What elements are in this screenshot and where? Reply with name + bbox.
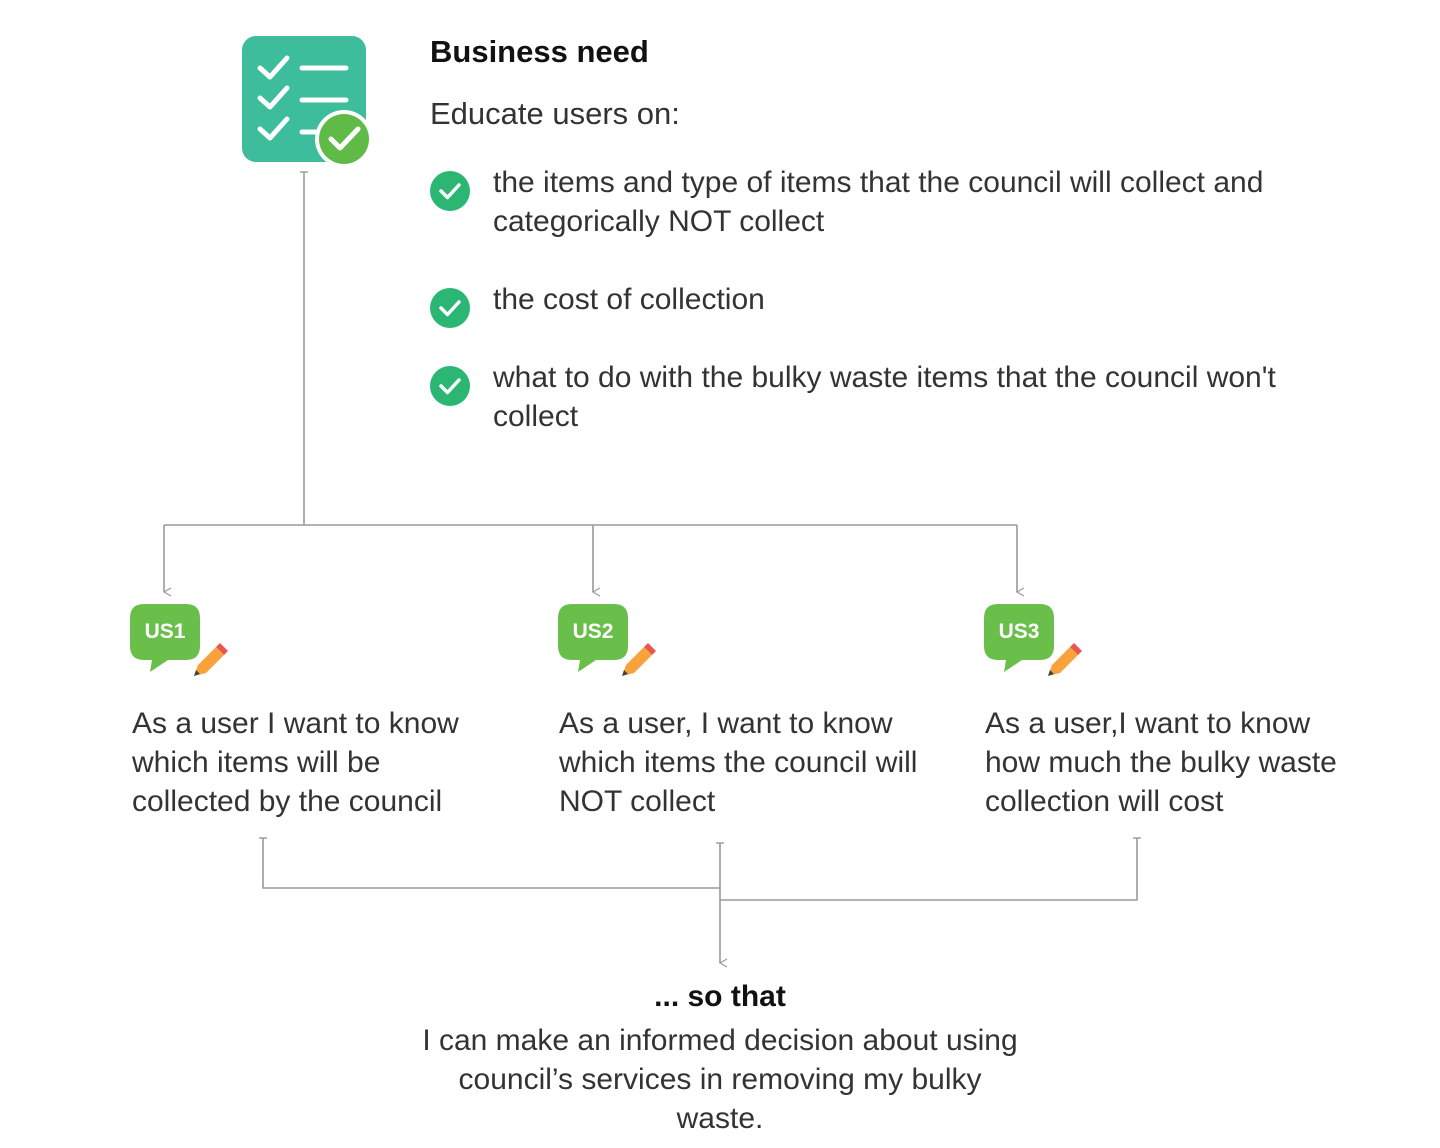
user-story-badge: US3 (984, 604, 1084, 680)
user-story-text: As a user I want to know which items wil… (132, 707, 459, 818)
user-story-badge-label: US1 (144, 620, 186, 643)
user-story-badge: US1 (130, 604, 230, 680)
check-circle-icon (430, 288, 470, 328)
connector-from-us1 (262, 838, 720, 889)
clipboard-checklist-icon (240, 36, 376, 172)
pencil-icon (622, 643, 656, 676)
user-story-badge-label: US2 (572, 620, 614, 643)
pencil-icon (1048, 643, 1082, 676)
check-circle-icon (430, 366, 470, 406)
pencil-icon (194, 643, 228, 676)
need-item: what to do with the bulky waste items th… (430, 358, 1310, 436)
business-need-intro: Educate users on: (430, 96, 680, 131)
user-story-badge-label: US3 (998, 620, 1040, 643)
outcome-heading: ... so that (654, 980, 786, 1013)
user-story-text: As a user,I want to know how much the bu… (985, 707, 1337, 818)
connector-from-us3 (720, 838, 1138, 901)
user-story-badge: US2 (558, 604, 658, 680)
outcome-text: I can make an informed decision about us… (422, 1024, 1018, 1135)
need-item: the items and type of items that the cou… (430, 163, 1310, 241)
need-item: the cost of collection (430, 280, 1310, 328)
check-circle-icon (430, 171, 470, 211)
business-need-title: Business need (430, 34, 649, 69)
need-item-text: the items and type of items that the cou… (493, 166, 1264, 238)
need-item-text: what to do with the bulky waste items th… (493, 361, 1276, 433)
user-story-text: As a user, I want to know which items th… (559, 707, 918, 818)
need-item-text: the cost of collection (493, 283, 765, 316)
